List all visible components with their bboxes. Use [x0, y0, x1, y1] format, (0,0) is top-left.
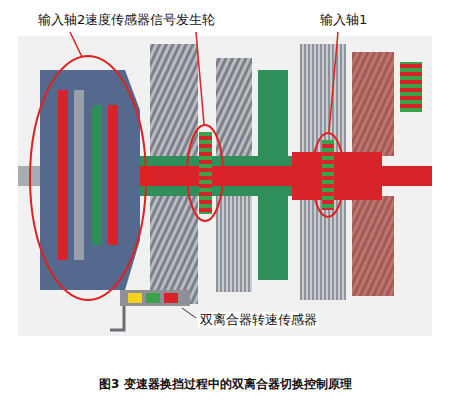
upper-gear	[216, 58, 252, 156]
output-gear	[400, 62, 422, 112]
highlight-ellipse	[312, 133, 344, 217]
gear-teeth	[352, 52, 394, 156]
leader-line	[196, 32, 204, 124]
sensor-element	[128, 293, 142, 303]
signal-wheel	[199, 132, 212, 214]
input-shaft-1-gear	[292, 152, 382, 200]
sensor-cable	[110, 306, 124, 330]
part-label: 双离合器转速传感器	[198, 312, 319, 328]
clutch-speed-sensor	[120, 290, 190, 306]
upper-gear	[352, 52, 394, 156]
lower-gear	[150, 196, 198, 304]
figure-caption: 图3 变速器换挡过程中的双离合器切换控制原理	[99, 376, 352, 392]
highlight-ellipse	[30, 56, 146, 300]
leader-line	[70, 32, 82, 57]
signal-wheel	[322, 140, 334, 210]
gear-teeth	[352, 196, 394, 296]
leader-line	[182, 308, 196, 318]
clutch-disc	[108, 105, 118, 245]
synchronizer	[216, 196, 252, 292]
lower-gear	[258, 196, 288, 280]
clutch-disc	[74, 90, 84, 260]
lower-gear	[352, 196, 394, 296]
synchronizer	[300, 44, 346, 156]
part-label: 输入轴2速度传感器信号发生轮	[36, 12, 217, 28]
clutch-disc	[58, 90, 68, 260]
upper-gear	[150, 44, 198, 156]
leader-line	[329, 32, 338, 132]
synchronizer	[300, 196, 346, 300]
part-label: 输入轴1	[318, 12, 369, 28]
sensor-element	[146, 293, 160, 303]
sensor-element	[164, 293, 178, 303]
upper-gear	[258, 70, 288, 156]
background-panel	[18, 36, 432, 336]
highlight-ellipse	[187, 125, 223, 221]
clutch-disc	[92, 105, 102, 245]
clutch-housing	[40, 70, 140, 290]
